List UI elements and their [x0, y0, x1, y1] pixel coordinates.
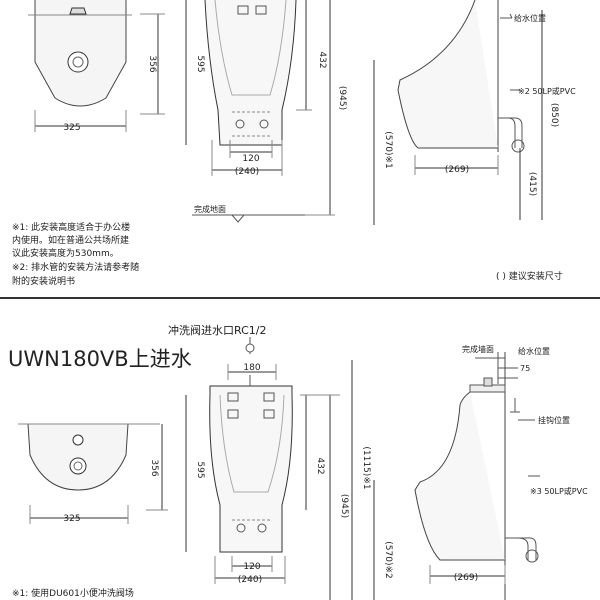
bottom-side-w240: (240): [238, 575, 262, 585]
bottom-panel: 冲洗阀进水口RC1/2 UWN180VB上进水 325 356: [8, 323, 588, 600]
top-front-view: [28, 0, 165, 132]
top-side-h432: 432: [317, 51, 327, 68]
bottom-front-view: [18, 423, 168, 524]
bottom-pipe-note: ※3 50LP或PVC: [530, 486, 588, 496]
top-side-w240: (240): [235, 167, 259, 177]
top-front-height-label: 356: [147, 55, 157, 72]
top-notes: ※1: 此安装高度适合于办公楼 内使用。如在普通公共场所建 议此安装高度为530…: [12, 221, 139, 287]
top-water-supply-label: 给水位置: [514, 13, 546, 23]
bottom-front-width-label: 325: [63, 514, 80, 524]
top-side-h570: (570)※1: [383, 131, 393, 168]
bottom-side-h595: 595: [195, 461, 205, 478]
top-note-line-4: ※2: 排水管的安装方法请参考随: [12, 261, 139, 273]
top-note-line-3: 议此安装高度为530mm。: [12, 247, 119, 259]
top-pipe-note: ※2 50LP或PVC: [518, 86, 576, 96]
top-floor-label: 完成地面: [194, 204, 226, 214]
bottom-side-view: [185, 360, 375, 600]
bottom-side-h570: (570)※2: [383, 541, 393, 578]
bottom-side-w120: 120: [243, 562, 260, 572]
top-side-h595: 595: [195, 55, 205, 72]
top-note-line-5: 附的安装说明书: [12, 275, 75, 287]
inlet-label: 冲洗阀进水口RC1/2: [168, 323, 266, 337]
top-note-line-2: 内使用。如在普通公共场所建: [12, 234, 129, 246]
top-side-view: [185, 0, 375, 225]
bottom-side-w180: 180: [243, 363, 260, 373]
bottom-right-w75: 75: [520, 364, 530, 373]
bottom-side-h1115: (1115)※1: [361, 446, 371, 489]
bottom-side-h945: (945): [339, 494, 349, 518]
bottom-note-partial: ※1: 使用DU601小便冲洗阀场: [12, 587, 134, 599]
top-right-h415: (415): [527, 172, 537, 196]
top-right-w269: (269): [445, 165, 469, 175]
bottom-water-supply-label: 给水位置: [518, 346, 550, 356]
bottom-front-height-label: 356: [149, 459, 159, 476]
top-panel: 325 356: [12, 0, 576, 287]
top-note-line-1: ※1: 此安装高度适合于办公楼: [12, 221, 130, 233]
hook-position-label: 挂钩位置: [538, 415, 570, 425]
top-side-h945: (945): [337, 86, 347, 110]
bottom-right-w269: (269): [454, 573, 478, 583]
top-right-h850: (850): [549, 103, 559, 127]
bottom-right-profile: [414, 352, 540, 600]
top-front-width-label: 325: [63, 123, 80, 133]
wall-label: 完成墙面: [462, 344, 494, 354]
bottom-side-h432: 432: [315, 457, 325, 474]
top-side-w120: 120: [242, 154, 259, 164]
top-legend: ( ) 建议安装尺寸: [496, 270, 563, 282]
model-title: UWN180VB上进水: [8, 347, 192, 371]
top-right-profile: [397, 0, 543, 220]
